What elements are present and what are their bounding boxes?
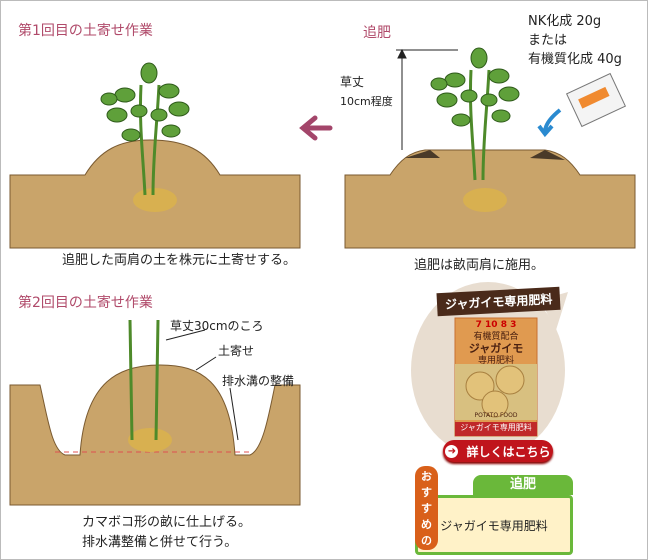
package-line: ジャガイモ専用肥料 (460, 423, 532, 432)
left-arrow-icon (299, 115, 333, 141)
details-button[interactable]: ➜ 詳しくはこちら (443, 440, 553, 462)
panel3-title: 第2回目の土寄せ作業 (18, 295, 153, 311)
label-tsuchiyose: 土寄せ (218, 344, 255, 358)
package-line: POTATO FOOD (474, 412, 518, 419)
soil-ridge-2 (344, 149, 636, 249)
panel3-caption: カマボコ形の畝に仕上げる。 排水溝整備と併せて行う。 (82, 513, 251, 553)
details-button-label: 詳しくはこちら (466, 444, 551, 459)
rec-box: ジャガイモ専用肥料 (415, 495, 573, 555)
panel1-title: 第1回目の土寄せ作業 (18, 23, 153, 39)
fertilizer-line: または (528, 33, 568, 48)
fertilizer-line: 有機質化成 40g (528, 52, 622, 67)
rec-badge: おすすめの (415, 466, 438, 550)
caption-line: 排水溝整備と併せて行う。 (82, 535, 238, 550)
product-bubble (411, 282, 568, 458)
arrow-right-circle-icon: ➜ (445, 444, 459, 458)
rec-item: ジャガイモ専用肥料 (440, 518, 548, 533)
height-value: 10cm程度 (340, 95, 393, 108)
panel2-caption: 追肥は畝両肩に施用。 (414, 258, 545, 273)
product-package[interactable]: 7 10 8 3 有機質配合 ジャガイモ 専用肥料 POTATO FOOD ジャ… (455, 319, 537, 435)
panel2-title: 追肥 (363, 25, 391, 41)
label-drainage: 排水溝の整備 (222, 374, 295, 388)
fertilizer-bag-icon (565, 72, 627, 128)
label-height-30cm: 草丈30cmのころ (170, 319, 264, 333)
package-ratio: 7 10 8 3 (475, 320, 517, 330)
soil-ridge-3 (9, 319, 301, 506)
panel1-caption: 追肥した両肩の土を株元に土寄せする。 (62, 253, 297, 268)
package-line: ジャガイモ (468, 342, 524, 355)
height-label: 草丈 (340, 75, 365, 89)
package-line: 有機質配合 (473, 332, 519, 342)
fertilizer-line: NK化成 20g (528, 14, 602, 29)
height-measure (396, 48, 458, 150)
blue-arrow-icon (537, 108, 562, 138)
fertilizer-amounts: NK化成 20g または 有機質化成 40g (528, 12, 622, 69)
caption-line: カマボコ形の畝に仕上げる。 (82, 515, 252, 530)
rec-tab: 追肥 (473, 475, 573, 495)
package-line: 専用肥料 (477, 356, 514, 366)
